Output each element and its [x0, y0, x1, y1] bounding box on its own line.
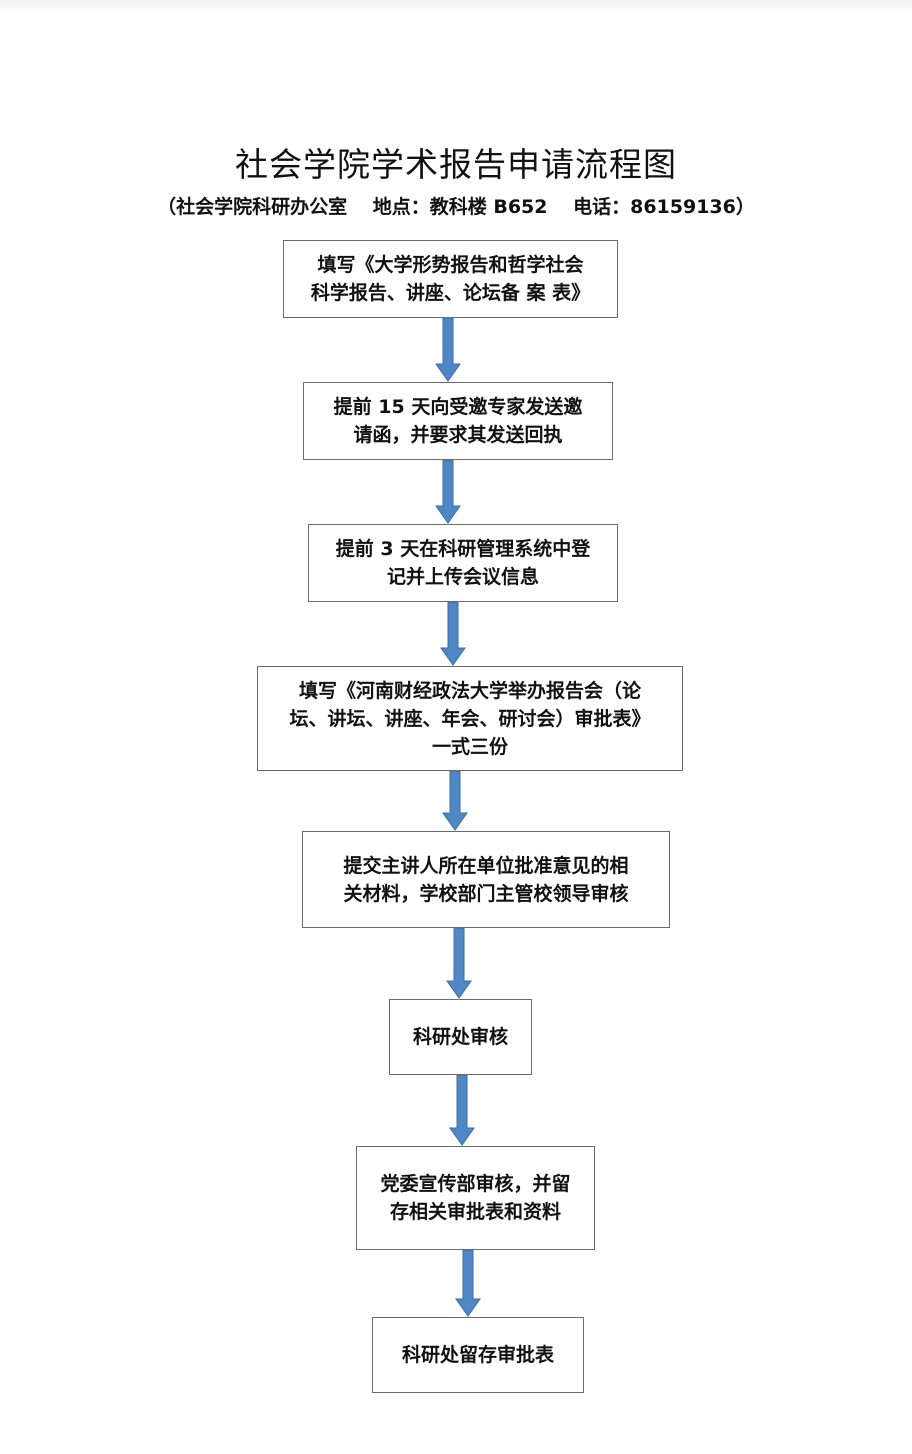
step-1-line-1: 填写《大学形势报告和哲学社会 [317, 254, 584, 276]
step-5-line-2: 关材料，学校部门主管校领导审核 [343, 882, 629, 905]
step-box-4: 填写《河南财经政法大学举办报告会（论 坛、讲坛、讲座、年会、研讨会）审批表》 一… [257, 666, 683, 771]
arrow-6-shape [449, 1075, 475, 1146]
arrow-7-shape [455, 1250, 481, 1317]
step-box-1: 填写《大学形势报告和哲学社会 科学报告、讲座、论坛备 案 表》 [283, 240, 618, 318]
step-3-line-1: 提前 3 天在科研管理系统中登 [335, 538, 591, 560]
arrow-1-shape [435, 318, 461, 382]
page-title: 社会学院学术报告申请流程图 [235, 145, 677, 184]
arrow-4-shape [442, 771, 468, 831]
down-arrow-icon [446, 928, 472, 999]
step-4-line-3: 一式三份 [431, 735, 508, 758]
step-5-line-1: 提交主讲人所在单位批准意见的相 [343, 854, 629, 877]
down-arrow-icon [455, 1250, 481, 1317]
step-2-line-2: 请函，并要求其发送回执 [353, 424, 563, 446]
arrow-5-shape [446, 928, 472, 999]
step-4-line-1: 填写《河南财经政法大学举办报告会（论 [298, 679, 641, 702]
page-subtitle: （社会学院科研办公室 地点：教科楼 B652 电话：86159136） [157, 196, 755, 218]
step-8-line-1: 科研处留存审批表 [401, 1344, 554, 1366]
down-arrow-icon [435, 318, 461, 382]
step-box-6: 科研处审核 [389, 999, 532, 1075]
step-box-8: 科研处留存审批表 [372, 1317, 584, 1393]
step-box-5: 提交主讲人所在单位批准意见的相 关材料，学校部门主管校领导审核 [302, 831, 670, 928]
arrow-3-shape [440, 602, 466, 666]
arrow-2-shape [435, 460, 461, 524]
step-box-2: 提前 15 天向受邀专家发送邀 请函，并要求其发送回执 [303, 382, 613, 460]
down-arrow-icon [435, 460, 461, 524]
top-shade [0, 0, 912, 14]
step-4-line-2: 坛、讲坛、讲座、年会、研讨会）审批表》 [289, 707, 651, 730]
step-2-line-1: 提前 15 天向受邀专家发送邀 [333, 396, 583, 418]
step-box-7: 党委宣传部审核，并留 存相关审批表和资料 [356, 1146, 595, 1250]
down-arrow-icon [442, 771, 468, 831]
step-7-line-1: 党委宣传部审核，并留 [380, 1173, 571, 1195]
down-arrow-icon [449, 1075, 475, 1146]
step-1-line-2: 科学报告、讲座、论坛备 案 表》 [310, 282, 591, 304]
step-box-3: 提前 3 天在科研管理系统中登 记并上传会议信息 [308, 524, 618, 602]
step-7-line-2: 存相关审批表和资料 [389, 1201, 561, 1223]
step-6-line-1: 科研处审核 [412, 1026, 508, 1048]
down-arrow-icon [440, 602, 466, 666]
step-3-line-2: 记并上传会议信息 [386, 566, 539, 588]
